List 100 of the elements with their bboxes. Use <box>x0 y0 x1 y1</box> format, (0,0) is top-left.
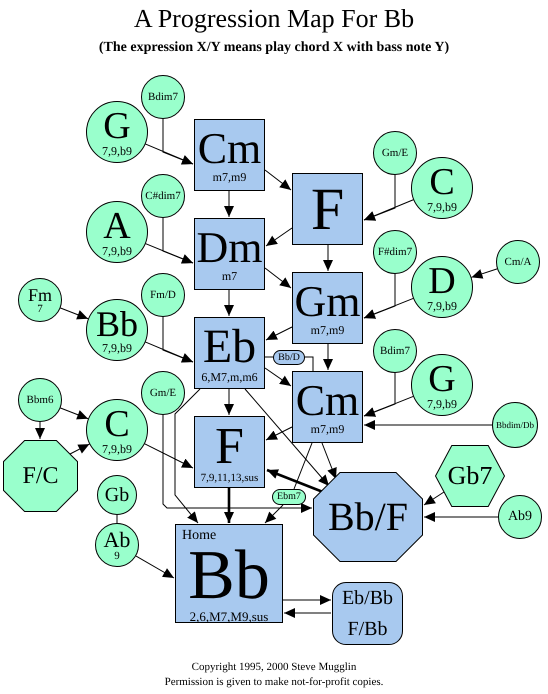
connector-line <box>264 356 274 358</box>
chord-name: A <box>103 207 131 245</box>
chord-extensions: 7,9,11,13,sus <box>200 472 258 484</box>
arrow <box>424 492 444 506</box>
chord-octagon <box>3 440 78 512</box>
arrow <box>224 388 234 416</box>
chord-circle <box>492 402 538 448</box>
chord-name: Bbdim/Db <box>496 420 534 430</box>
arrow <box>322 442 337 480</box>
arrow <box>364 298 414 319</box>
chord-name: Bdim7 <box>148 92 178 102</box>
arrow <box>284 608 332 618</box>
arrow <box>266 326 292 340</box>
chord-circle <box>86 299 148 361</box>
chord-name: Gm <box>294 280 360 324</box>
chord-extensions: m7,m9 <box>310 423 344 435</box>
arrow <box>244 388 330 486</box>
chord-circle <box>141 273 185 317</box>
chord-circle <box>97 475 137 515</box>
chord-name: Gm/E <box>382 148 408 158</box>
chord-extensions: 7,9,b9 <box>102 443 132 455</box>
chord-name: F <box>310 179 344 239</box>
chord-name: Gb <box>104 485 130 505</box>
chord-extensions: 9 <box>114 550 120 562</box>
title: A Progression Map For Bb <box>134 4 414 34</box>
chord-name: Fm/D <box>150 290 176 300</box>
chord-name: Cm/A <box>504 256 532 268</box>
arrow <box>364 420 492 430</box>
arrow <box>224 290 234 316</box>
chord-circle <box>86 399 148 461</box>
chord-extensions: 7,9,b9 <box>427 300 457 312</box>
chord-name: Bb/F <box>328 497 408 537</box>
chord-name: Cm <box>198 127 262 171</box>
arrow <box>145 342 194 362</box>
chord-name: C#dim7 <box>145 190 181 202</box>
arrow <box>282 595 332 605</box>
chord-circle <box>141 174 185 218</box>
chord-extensions: 6,M7,m,m6 <box>201 371 258 383</box>
chord-name: Bb <box>188 543 270 610</box>
chord-name: Dm <box>196 226 262 270</box>
arrow <box>224 488 234 523</box>
connector-line <box>116 514 118 524</box>
subtitle: (The expression X/Y means play chord X with bass note Y) <box>98 40 450 56</box>
chord-name: F/C <box>22 464 59 488</box>
arrow <box>264 368 292 386</box>
chord-circle <box>141 371 185 415</box>
chord-octagon <box>313 472 423 562</box>
connector-line <box>304 356 314 372</box>
chord-box <box>194 119 265 191</box>
chord-name: F/Bb <box>347 618 388 639</box>
chord-box <box>292 173 363 245</box>
chord-name: Bdim7 <box>380 346 410 356</box>
arrow <box>364 396 414 417</box>
chord-name: G <box>103 107 131 145</box>
chord-name: G <box>428 360 456 398</box>
chord-extensions: 7,9,b9 <box>427 201 457 213</box>
chord-box <box>194 317 265 389</box>
chord-name: F <box>215 420 244 472</box>
chord-box <box>194 218 265 290</box>
chord-box <box>292 371 363 443</box>
arrow <box>264 504 284 524</box>
chord-name: Cm <box>296 379 360 423</box>
chord-name: C <box>429 163 455 201</box>
chord-circle <box>141 75 185 119</box>
chord-name: Eb/Bb <box>342 588 394 608</box>
chord-extensions: 7,9,b9 <box>102 342 132 354</box>
arrow <box>145 243 194 264</box>
chord-pill <box>273 350 305 365</box>
chord-name: Eb <box>202 323 256 371</box>
arrow <box>264 268 292 288</box>
chord-circle <box>18 378 62 422</box>
chord-hexagon <box>435 445 505 507</box>
chord-name: Gm/E <box>150 388 176 398</box>
copyright-note: Copyright 1995, 2000 Steve Mugglin <box>192 661 356 673</box>
arrow <box>136 556 174 578</box>
arrow <box>145 144 194 164</box>
chord-name: Bb/D <box>278 352 300 362</box>
arrow <box>35 422 45 440</box>
chord-name: Ab9 <box>508 510 532 524</box>
chord-circle <box>373 230 417 274</box>
chord-extensions: m7 <box>222 270 238 282</box>
chord-box <box>292 272 363 344</box>
home-label: Home <box>182 529 216 543</box>
arrow <box>470 268 498 279</box>
home-chord-box <box>175 524 283 623</box>
chord-extensions: 7,9,b9 <box>102 145 132 157</box>
permission-note: Permission is given to make not-for-profit copies. <box>164 676 384 688</box>
arrow <box>424 512 498 522</box>
chord-circle <box>373 131 417 175</box>
chord-pill <box>272 489 306 505</box>
chord-extensions: m7,m9 <box>310 324 344 336</box>
arrow <box>70 444 90 454</box>
arrow <box>162 414 312 513</box>
chord-circle <box>18 278 62 322</box>
arrow <box>323 344 333 370</box>
arrow <box>144 443 194 468</box>
arrow <box>60 407 89 420</box>
arrow <box>364 199 414 220</box>
chord-extensions: 7,9,b9 <box>102 245 132 257</box>
arrow <box>323 244 333 272</box>
